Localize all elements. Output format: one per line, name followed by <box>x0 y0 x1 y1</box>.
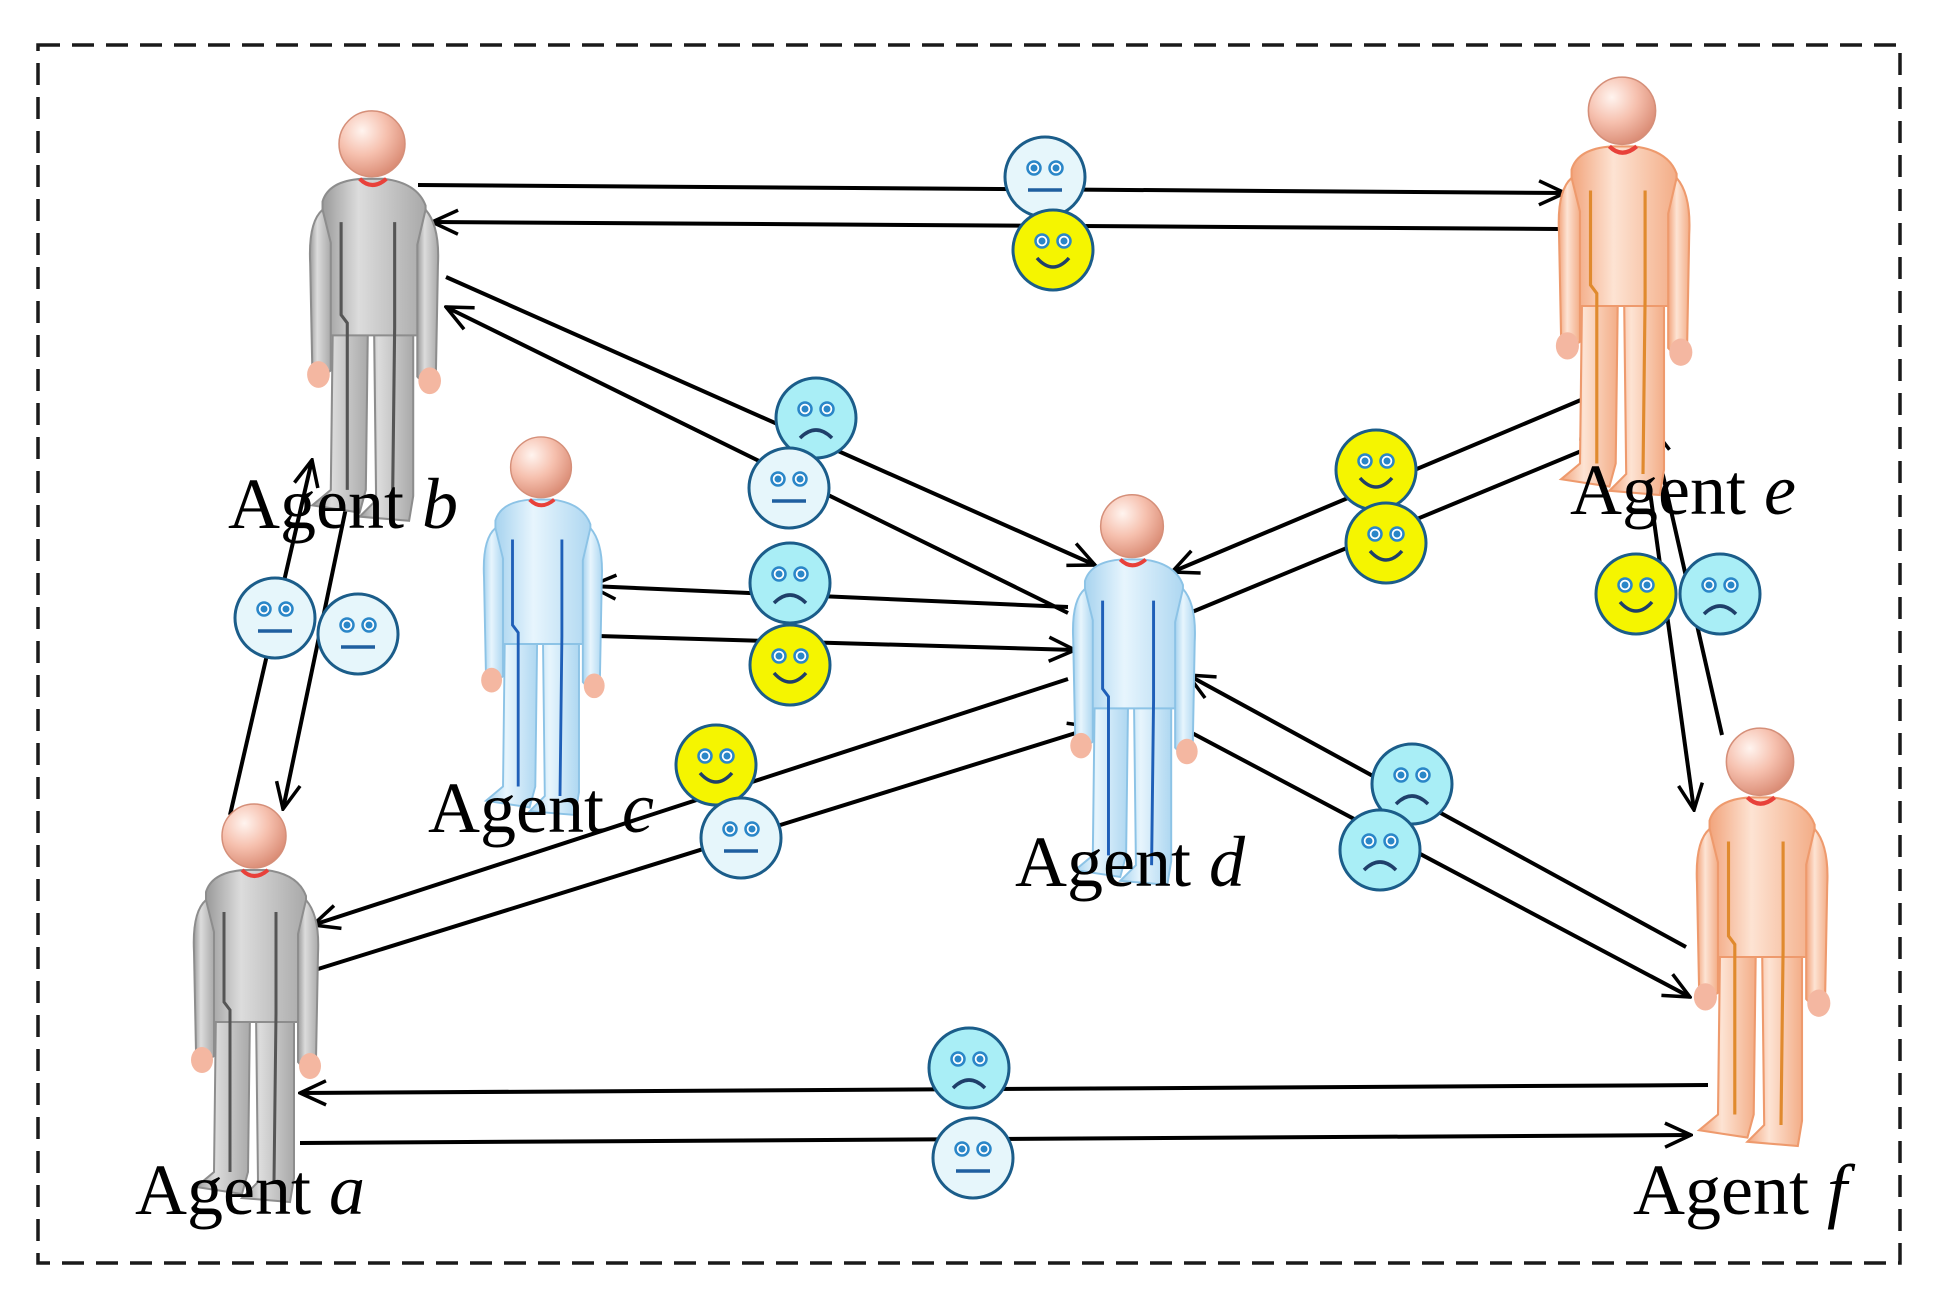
neutral-face-icon <box>747 446 831 530</box>
agent-label-prefix: Agent <box>228 464 422 544</box>
agent-e-figure <box>1555 76 1693 497</box>
happy-face-icon <box>1344 501 1428 585</box>
neutral-face-icon <box>1003 135 1087 219</box>
happy-face-icon <box>674 723 758 807</box>
arrow-b-to-d <box>445 275 1095 565</box>
agent-c-figure <box>481 436 605 817</box>
faces-layer <box>233 135 1762 1200</box>
arrow-b-to-e <box>417 185 1565 193</box>
agent-c-label: Agent c <box>428 768 654 848</box>
sad-face-icon <box>1338 808 1422 892</box>
agent-label-variable: c <box>622 768 654 848</box>
sad-face-icon <box>774 376 858 460</box>
agent-label-prefix: Agent <box>1633 1150 1827 1230</box>
happy-face-icon <box>1011 208 1095 292</box>
agent-label-prefix: Agent <box>1015 822 1209 902</box>
arrow-c-to-d <box>597 634 1075 650</box>
agent-e-label: Agent e <box>1570 450 1796 530</box>
arrows-layer <box>228 185 1724 1143</box>
agent-d-figure <box>1070 494 1198 886</box>
agent-label-variable: a <box>329 1150 365 1230</box>
sad-face-icon <box>748 541 832 625</box>
agent-b-figure <box>307 110 442 522</box>
neutral-face-icon <box>931 1116 1015 1200</box>
neutral-face-icon <box>316 592 400 676</box>
agent-label-prefix: Agent <box>1570 450 1764 530</box>
sad-face-icon <box>1678 552 1762 636</box>
arrow-d-to-b <box>446 307 1069 615</box>
agent-label-variable: f <box>1827 1150 1856 1230</box>
agent-a-figure <box>191 803 321 1204</box>
agent-f-label: Agent f <box>1633 1150 1856 1230</box>
agent-label-prefix: Agent <box>135 1150 329 1230</box>
agents-layer <box>191 76 1831 1204</box>
agent-a-label: Agent a <box>135 1150 365 1230</box>
neutral-face-icon <box>699 796 783 880</box>
arrow-e-to-b <box>432 222 1559 229</box>
agent-d-label: Agent d <box>1015 822 1246 902</box>
neutral-face-icon <box>233 576 317 660</box>
happy-face-icon <box>748 623 832 707</box>
agent-label-variable: e <box>1764 450 1796 530</box>
agent-label-prefix: Agent <box>428 768 622 848</box>
dashed-border <box>36 43 1902 1265</box>
arrow-d-to-f <box>1191 731 1690 997</box>
happy-face-icon <box>1594 552 1678 636</box>
agent-f-figure <box>1693 727 1831 1148</box>
arrow-d-to-a <box>313 677 1069 925</box>
agent-label-variable: b <box>422 464 458 544</box>
agent-b-label: Agent b <box>228 464 458 544</box>
happy-face-icon <box>1334 428 1418 512</box>
agent-label-variable: d <box>1209 822 1246 902</box>
sad-face-icon <box>927 1026 1011 1110</box>
